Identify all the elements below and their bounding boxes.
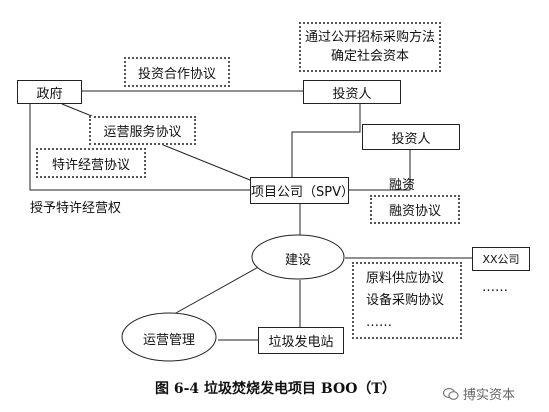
- government-box: 政府: [17, 80, 82, 104]
- spv-box: 项目公司（SPV）: [250, 177, 354, 204]
- investor-right-label: 投资人: [391, 131, 431, 147]
- figure-caption: 图 6-4 垃圾焚烧发电项目 BOO（T）: [155, 381, 396, 397]
- spv-label: 项目公司（SPV）: [251, 185, 354, 200]
- construction-ellipse: [251, 234, 345, 280]
- grant-label: 授予特许经营权: [30, 201, 122, 216]
- operation-service-label: 运营服务协议: [103, 125, 182, 140]
- tender-note: 通过公开招标采购方法 确定社会资本: [299, 22, 441, 72]
- xx-company-box: XX公司: [472, 247, 530, 271]
- supply-note: 原料供应协议 设备采购协议 ……: [352, 262, 462, 339]
- investor-top-label: 投资人: [332, 86, 372, 102]
- supply-line-1: 原料供应协议: [366, 270, 445, 286]
- concession-label: 特许经营协议: [51, 157, 130, 173]
- supply-line-2: 设备采购协议: [366, 292, 445, 308]
- financing-agreement-label: 融资协议: [388, 204, 441, 219]
- plant-box: 垃圾发电站: [258, 327, 344, 354]
- operation-ellipse: [121, 312, 217, 362]
- xx-company-label: XX公司: [482, 253, 520, 266]
- financing-label: 融资: [389, 178, 416, 193]
- xx-ellipsis: ……: [482, 280, 508, 295]
- watermark-text: 搏实资本: [463, 388, 516, 403]
- tender-line-1: 通过公开招标采购方法: [304, 30, 435, 45]
- tender-line-2: 确定社会资本: [330, 49, 409, 64]
- plant-label: 垃圾发电站: [268, 335, 334, 350]
- government-label: 政府: [36, 86, 63, 102]
- investment-agreement-note: 投资合作协议: [124, 57, 230, 87]
- financing-agreement-note: 融资协议: [370, 195, 460, 224]
- operation-label: 运营管理: [143, 333, 196, 348]
- investor-top-box: 投资人: [303, 80, 401, 104]
- construction-label: 建设: [285, 253, 312, 268]
- investor-right-box: 投资人: [362, 124, 460, 150]
- wechat-icon: [442, 387, 459, 401]
- operation-service-note: 运营服务协议: [89, 116, 196, 145]
- concession-note: 特许经营协议: [36, 148, 146, 178]
- watermark: 搏实资本: [442, 384, 516, 403]
- investment-agreement-label: 投资合作协议: [137, 66, 216, 82]
- supply-line-3: ……: [366, 314, 392, 330]
